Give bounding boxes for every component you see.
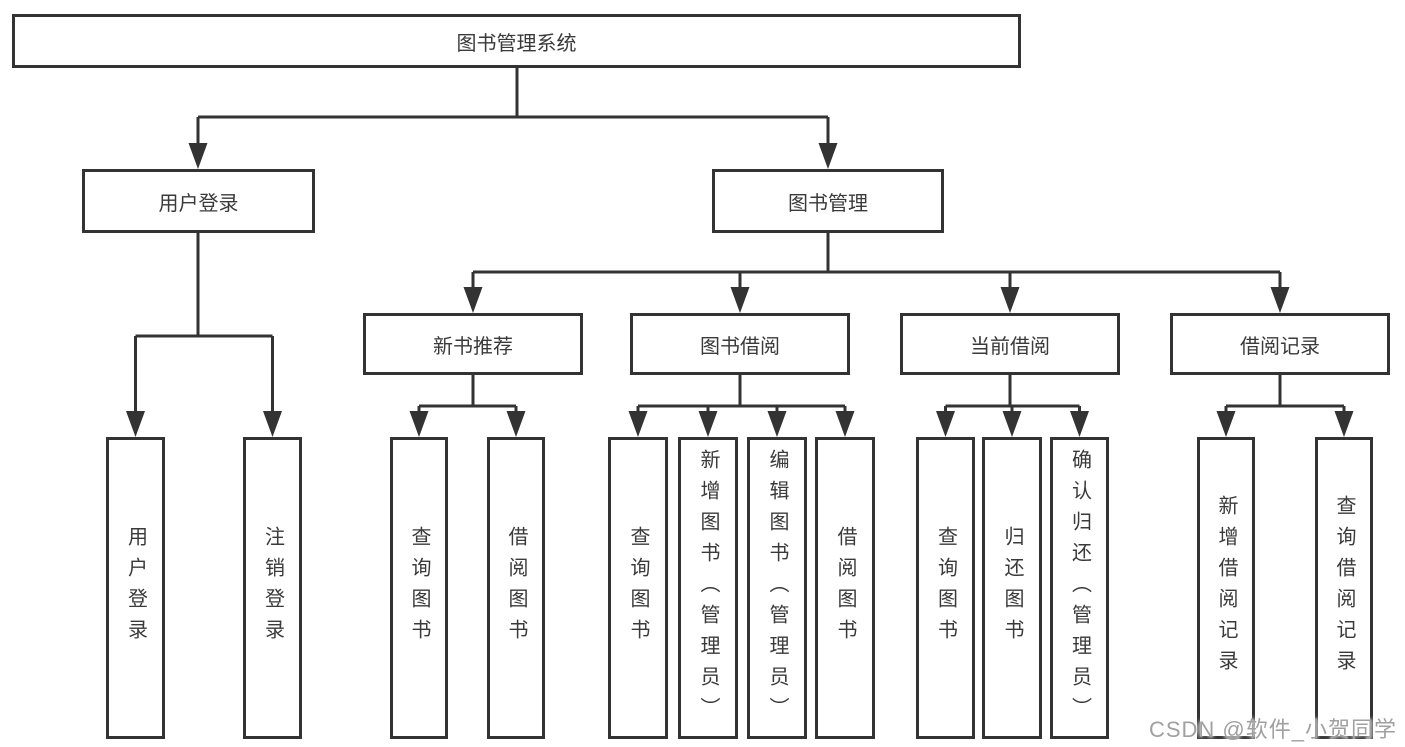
leaf-label: 查询借阅记录 [1333,495,1355,681]
connector-root [188,68,838,169]
node-book-borrow-label: 图书借阅 [700,335,780,358]
leaf-label: 查询图书 [934,526,957,650]
arrowhead [126,411,145,437]
watermark: CSDN @软件_小贺同学 [1148,717,1397,742]
node-current-borrow: 当前借阅 [900,313,1120,375]
node-leaf-add-borrow-record: 新增借阅记录 [1197,437,1255,739]
arrowhead [263,411,282,437]
node-leaf-confirm-return-admin: 确认归还（管理员） [1050,437,1109,739]
leaf-label: 新增借阅记录 [1215,495,1237,681]
node-user-login: 用户登录 [82,169,315,233]
arrowhead [767,411,787,437]
leaf-label: 确认归还（管理员） [1068,448,1091,728]
node-borrow-records-label: 借阅记录 [1240,335,1320,358]
connector-book-management [463,233,1290,313]
arrowhead [1002,411,1022,437]
arrowhead [628,411,648,437]
node-leaf-borrow-books-1: 借阅图书 [487,437,545,739]
node-leaf-add-book-admin: 新增图书（管理员） [678,437,738,739]
arrowhead [835,411,855,437]
arrowhead [1070,411,1089,437]
arrowhead [188,143,208,169]
node-new-book-recommend: 新书推荐 [363,313,583,375]
node-leaf-query-books-2: 查询图书 [608,437,668,739]
node-leaf-borrow-books-2: 借阅图书 [815,437,875,739]
leaf-label: 归还图书 [1001,526,1023,650]
arrowhead [818,143,838,169]
node-new-book-recommend-label: 新书推荐 [433,335,513,358]
arrowhead [698,411,718,437]
leaf-label: 查询图书 [408,526,430,650]
arrowhead [1270,287,1290,313]
arrowhead [506,411,526,437]
leaf-label: 用户登录 [124,526,147,650]
connector-borrow-records [1216,375,1354,437]
connector-user-login [126,233,282,437]
node-root-label: 图书管理系统 [456,32,577,55]
connector-current-borrow [936,375,1089,437]
node-book-management-label: 图书管理 [788,192,868,215]
arrowhead [1334,411,1354,437]
arrowhead [409,411,429,437]
leaf-label: 借阅图书 [505,526,527,650]
node-leaf-edit-book-admin: 编辑图书（管理员） [747,437,807,739]
node-leaf-return-book: 归还图书 [982,437,1042,739]
arrowhead [1216,411,1236,437]
leaf-label: 注销登录 [261,526,284,650]
node-leaf-query-books-1: 查询图书 [390,437,448,739]
arrowhead [936,411,955,437]
leaf-label: 编辑图书（管理员） [766,448,788,728]
leaf-label: 借阅图书 [834,526,856,650]
arrowhead [463,287,483,313]
arrowhead [1000,287,1020,313]
node-user-login-label: 用户登录 [158,192,239,215]
node-leaf-query-books-3: 查询图书 [916,437,975,739]
node-borrow-records: 借阅记录 [1170,313,1390,375]
node-leaf-logout: 注销登录 [243,437,302,739]
leaf-label: 新增图书（管理员） [697,448,719,728]
node-current-borrow-label: 当前借阅 [970,335,1050,358]
connector-book-borrow [628,375,855,437]
node-leaf-user-login: 用户登录 [106,437,165,739]
node-root: 图书管理系统 [12,14,1021,68]
node-book-borrow: 图书借阅 [630,313,850,375]
connector-new-book-recommend [409,375,526,437]
node-leaf-query-borrow-record: 查询借阅记录 [1315,437,1373,739]
leaf-label: 查询图书 [627,526,649,650]
node-book-management: 图书管理 [712,169,944,233]
arrowhead [730,287,750,313]
